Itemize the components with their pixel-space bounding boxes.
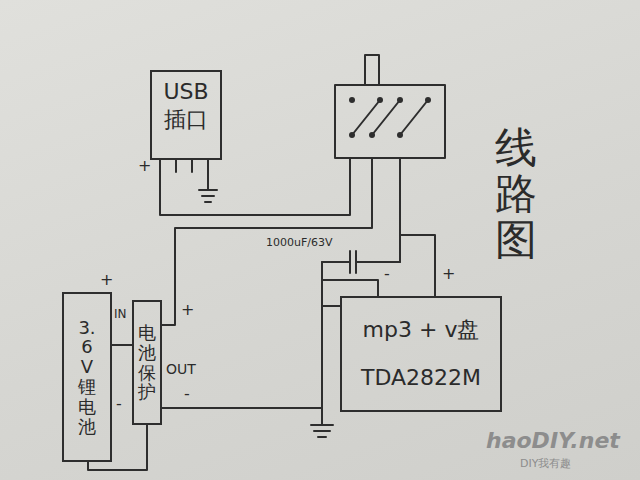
switch-dots xyxy=(349,97,431,138)
amplifier-board: mp3 + v盘 TDA2822M xyxy=(340,296,502,412)
wire xyxy=(160,158,350,215)
switch-contacts xyxy=(352,100,428,135)
contact-dot xyxy=(425,97,431,103)
pin-sign: - xyxy=(116,396,122,412)
ground-symbol xyxy=(311,425,333,437)
connector-box: USB 插口 xyxy=(150,70,222,160)
usb-pins xyxy=(160,160,208,190)
wire xyxy=(322,261,400,263)
pin-sign: - xyxy=(384,266,390,282)
contact-dot xyxy=(349,132,355,138)
wire xyxy=(400,158,435,296)
contact-dot xyxy=(349,97,355,103)
protection-board: 电池保护 xyxy=(132,300,162,425)
wire xyxy=(162,306,340,408)
node-text: TDA2822M xyxy=(361,364,481,392)
switch-knob xyxy=(365,55,379,85)
node-text: 电池保护 xyxy=(138,323,156,402)
wire xyxy=(112,344,132,346)
pin-sign: + xyxy=(138,158,151,174)
capacitor-symbol xyxy=(350,251,356,273)
contact-dot xyxy=(369,132,375,138)
contact-dot xyxy=(377,97,383,103)
battery-box: 3.6V锂电池 xyxy=(62,292,112,462)
pin-name: OUT xyxy=(166,362,196,376)
contact-dot xyxy=(397,132,403,138)
pin-sign: + xyxy=(181,302,194,318)
diagram-title: 线路图 xyxy=(495,125,537,264)
contact-dot xyxy=(397,97,403,103)
pin-sign: + xyxy=(100,272,113,288)
wire xyxy=(322,262,378,425)
wire xyxy=(88,425,147,470)
capacitor-value: 1000uF/63V xyxy=(266,237,333,248)
ground-symbol xyxy=(199,190,217,202)
watermark: haoDIY.net xyxy=(486,430,620,452)
node-text: USB 插口 xyxy=(158,78,214,133)
pin-sign: - xyxy=(184,386,190,402)
switch-body xyxy=(335,85,445,158)
pin-sign: + xyxy=(442,266,455,282)
watermark: DIY我有趣 xyxy=(520,458,571,469)
node-text: 3.6V锂电池 xyxy=(78,318,96,437)
pin-name: IN xyxy=(114,308,127,320)
node-text: mp3 + v盘 xyxy=(363,316,480,344)
